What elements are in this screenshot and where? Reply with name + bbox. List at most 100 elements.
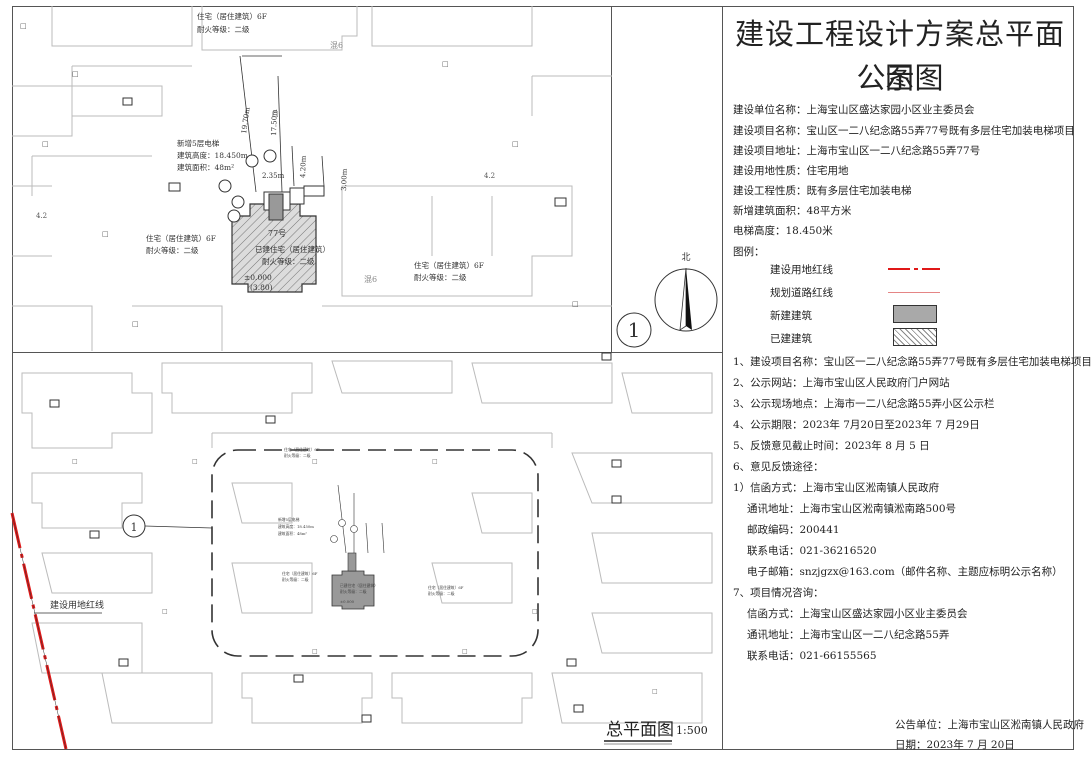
notice-line: 3、公示现场地点：上海市一二八纪念路55弄小区公示栏 [733,398,995,410]
spot-elevation-2: 4.2 [36,212,47,220]
existing-bldg-fire: 耐火等级：二级 [262,256,315,266]
svg-text:±0.000: ±0.000 [340,599,355,604]
svg-text:□: □ [192,458,198,465]
svg-text:□: □ [42,140,49,148]
elevator-height: 建筑高度：18.450m [177,150,248,160]
notice-line: 5、反馈意见截止时间：2023年 8 月 5 日 [733,440,930,452]
legend-symbol-new [893,305,937,323]
legend-label-redline: 建设用地红线 [770,264,833,276]
notice-line: 7、项目情况咨询： [733,587,824,599]
detail-number-badge: 1 [616,312,652,348]
hun-mid-label: 混6 [364,275,377,284]
project-boundary [211,449,539,657]
bldg-left-label: 住宅（居住建筑）6F [146,233,216,243]
svg-text:□: □ [652,688,658,695]
svg-text:□: □ [72,70,79,78]
dim-17-50: 17.50m [270,109,279,136]
notice-line: 1、建设项目名称：宝山区一二八纪念路55弄77号既有多层住宅加装电梯项目 [733,356,1092,368]
dim-19-70: 19.70m [240,106,252,134]
info-line: 新增建筑面积：48平方米 [733,205,852,217]
notice-line: 2、公示网站：上海市宝山区人民政府门户网站 [733,377,950,389]
svg-text:□: □ [312,458,318,465]
svg-text:建筑高度：18.450m: 建筑高度：18.450m [278,524,314,529]
bldg-left-fire: 耐火等级：二级 [146,245,199,255]
site-plan-title: 总平面图 [606,720,674,740]
house-number: 77号 [268,229,286,238]
north-arrow-icon: 北 [654,252,718,332]
new-elevator [268,193,284,221]
notice-line: 6、意见反馈途径： [733,461,824,473]
legend-label-road: 规划道路红线 [770,287,833,299]
legend-symbol-existing [893,328,937,346]
svg-text:□: □ [20,22,27,30]
notice-line: 联系电话：021-36216520 [747,545,877,557]
notice-line: 信函方式：上海宝山区盛达家园小区业主委员会 [747,608,968,620]
svg-text:□: □ [572,300,579,308]
svg-text:耐火等级：二级: 耐火等级：二级 [282,577,309,582]
info-line: 建设工程性质：既有多层住宅加装电梯 [733,185,912,197]
svg-text:已建住宅（居住建筑）: 已建住宅（居住建筑） [340,583,378,588]
svg-text:耐火等级：二级: 耐火等级：二级 [284,453,311,458]
announce-date: 日期：2023年 7 月 20日 [895,739,1015,751]
info-line: 建设单位名称：上海宝山区盛达家园小区业主委员会 [733,104,975,116]
info-line: 电梯高度：18.450米 [733,225,833,237]
panel-subtitle: 公示图 [856,61,944,95]
site-buildings [21,360,713,724]
notice-line: 邮政编码：200441 [747,524,840,536]
site-plan-map: □□□ □□□ □□□ 建设用地红线 1 新增5层电梯建筑高度：18.450m建… [10,352,713,750]
hun-top-label: 混6 [330,41,343,50]
drawing-frame [12,6,1074,750]
detail-ref-number: 1 [131,521,138,534]
notice-line: 4、公示期限：2023年 7月20日至2023年 7 月29日 [733,419,980,431]
notice-line: 通讯地址：上海市宝山区一二八纪念路55弄 [747,629,950,641]
svg-text:□: □ [442,60,449,68]
legend-symbol-redline [888,268,940,270]
svg-text:住宅（居住建筑）6F: 住宅（居住建筑）6F [282,571,318,576]
legend-label-existing: 已建建筑 [770,333,812,345]
spot-elevation-1: 4.2 [484,172,495,180]
announcer: 公告单位：上海市宝山区淞南镇人民政府 [895,719,1084,731]
existing-building [231,203,317,293]
panel-title: 建设工程设计方案总平面图 [734,17,1065,95]
svg-text:□: □ [272,110,279,118]
svg-text:□: □ [312,648,318,655]
detail-number: 1 [628,318,641,342]
svg-text:□: □ [102,230,109,238]
neighbour-buildings [12,6,612,351]
bldg-top-fire: 耐火等级：二级 [197,24,250,34]
svg-text:耐火等级：二级: 耐火等级：二级 [428,591,455,596]
elevation-label: ±0.000 [244,273,272,282]
bldg-right-fire: 耐火等级：二级 [414,272,467,282]
notice-line: 联系电话：021-66155565 [747,650,877,662]
dim-4-20: 4.20m [299,155,308,178]
detail-map: □ □ □ □ □ □ □ □ □ 住宅（居住建筑）6F 耐火等级：二级 混6 新增5层电梯… [12,6,612,351]
info-line: 建设用地性质：住宅用地 [733,165,849,177]
svg-text:□: □ [162,608,168,615]
notice-line: 通讯地址：上海市宝山区淞南镇淞南路500号 [747,503,957,515]
elevator-area: 建筑面积：48m² [177,162,234,172]
svg-text:□: □ [72,458,78,465]
svg-text:住宅（居住建筑）6F: 住宅（居住建筑）6F [428,585,464,590]
elevator-note: 新增5层电梯 [177,138,220,148]
north-label: 北 [681,252,690,263]
notice-line: 1）信函方式：上海市宝山区淞南镇人民政府 [733,482,940,494]
info-line: 建设项目地址：上海市宝山区一二八纪念路55弄77号 [733,145,981,157]
existing-bldg-label: 已建住宅（居住建筑） [255,244,330,254]
svg-text:□: □ [432,458,438,465]
bldg-top-label: 住宅（居住建筑）6F [197,11,267,21]
elevation-abs: (3.80) [250,283,273,292]
legend-label-new: 新建建筑 [770,310,812,322]
legend-symbol-road [888,292,940,293]
info-line: 建设项目名称：宝山区一二八纪念路55弄77号既有多层住宅加装电梯项目 [733,125,1075,137]
svg-text:□: □ [462,648,468,655]
vertical-divider [722,6,723,750]
dim-2-35: 2.35m [262,172,285,180]
svg-text:□: □ [512,140,519,148]
site-plan-scale: 1:500 [676,724,708,737]
svg-text:建筑面积：48m²: 建筑面积：48m² [278,531,307,536]
legend-title: 图例： [733,246,765,258]
redline-label: 建设用地红线 [50,599,104,611]
svg-text:□: □ [532,608,538,615]
svg-text:□: □ [132,320,139,328]
svg-text:住宅（居住建筑）6F: 住宅（居住建筑）6F [284,447,320,452]
